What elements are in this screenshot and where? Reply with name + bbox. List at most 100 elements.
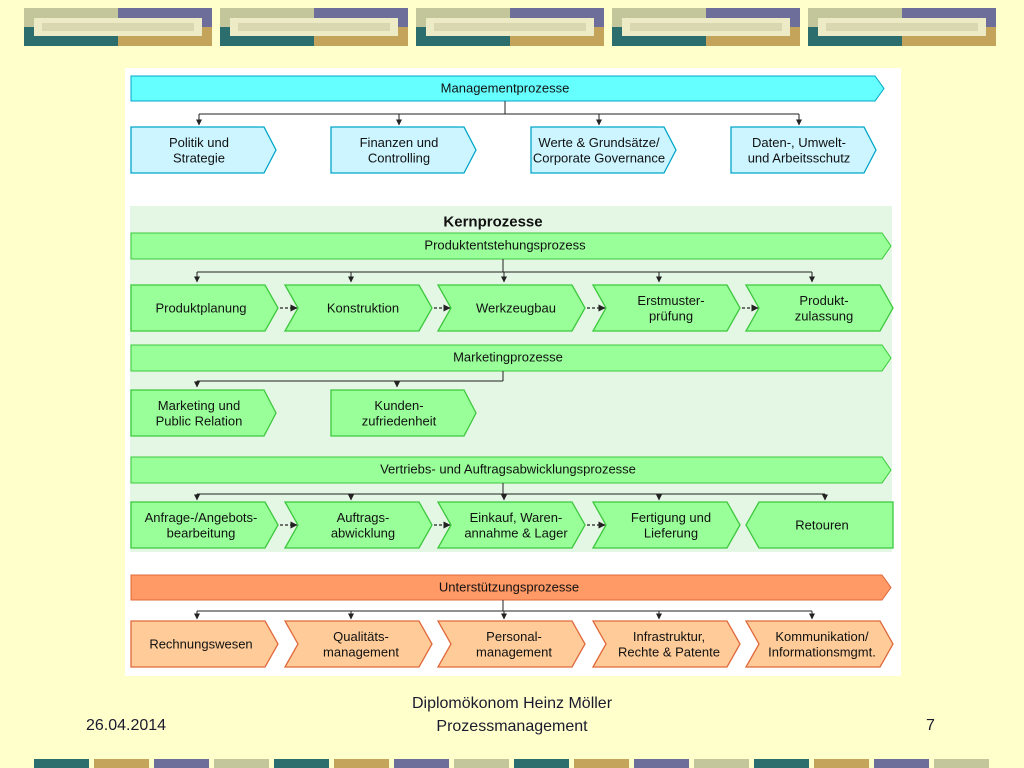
vertrieb-header: Vertriebs- und Auftragsabwicklungsprozes…	[380, 462, 636, 477]
banner-strip	[754, 759, 809, 768]
text-line: Produktplanung	[155, 301, 246, 316]
text-line: prüfung	[649, 308, 693, 323]
text-line: Rechnungswesen	[149, 637, 252, 652]
text-line: Vertriebs- und Auftragsabwicklungsprozes…	[380, 462, 636, 477]
management-item: Werte & Grundsätze/Corporate Governance	[530, 126, 677, 174]
banner-strip	[394, 759, 449, 768]
support-item: Kommunikation/Informationsmgmt.	[744, 620, 894, 668]
bottom-decoration-banner	[34, 759, 989, 768]
text-line: management	[323, 644, 399, 659]
text-line: Marketing und	[158, 398, 240, 413]
text-line: Fertigung und	[631, 510, 711, 525]
text-line: annahme & Lager	[464, 525, 568, 540]
support-item: Qualitäts-management	[283, 620, 433, 668]
footer-author: Diplomökonom Heinz Möller	[411, 695, 613, 712]
text-line: Werkzeugbau	[476, 301, 556, 316]
text-line: abwicklung	[331, 525, 395, 540]
text-label: Anfrage-/Angebots-bearbeitung	[145, 510, 258, 541]
text-line: Kunden-	[374, 398, 423, 413]
banner-strip	[934, 759, 989, 768]
produkt-item: Produkt-zulassung	[744, 284, 894, 332]
core-title: Kernprozesse	[443, 213, 542, 230]
text-line: Lieferung	[644, 525, 698, 540]
text-label: Produkt-zulassung	[795, 293, 854, 324]
banner-strip	[694, 759, 749, 768]
text-line: Retouren	[795, 518, 848, 533]
vertrieb-item: Retouren	[745, 501, 894, 549]
produkt-item: Werkzeugbau	[436, 284, 586, 332]
vertrieb-item: Einkauf, Waren-annahme & Lager	[436, 501, 586, 549]
produkt-item: Erstmuster-prüfung	[591, 284, 741, 332]
support-header: Unterstützungsprozesse	[439, 580, 579, 595]
banner-strip	[634, 759, 689, 768]
text-line: Marketingprozesse	[453, 350, 563, 365]
text-line: Produkt-	[799, 293, 848, 308]
text-line: Infrastruktur,	[633, 629, 705, 644]
text-label: Einkauf, Waren-annahme & Lager	[464, 510, 568, 541]
text-line: und Arbeitsschutz	[748, 150, 851, 165]
banner-block	[416, 8, 604, 46]
banner-block	[24, 8, 212, 46]
text-label: Infrastruktur,Rechte & Patente	[618, 629, 720, 660]
text-line: bearbeitung	[167, 525, 236, 540]
banner-block	[220, 8, 408, 46]
text-label: Daten-, Umwelt-und Arbeitsschutz	[748, 135, 851, 166]
text-line: Corporate Governance	[533, 150, 665, 165]
management-header: Managementprozesse	[441, 81, 570, 96]
banner-strip	[334, 759, 389, 768]
top-decoration-banner	[24, 8, 996, 46]
footer-date: 26.04.2014	[86, 717, 167, 734]
text-label: Werkzeugbau	[476, 301, 556, 316]
banner-strip	[154, 759, 209, 768]
support-item: Personal-management	[436, 620, 586, 668]
banner-block	[808, 8, 996, 46]
banner-block	[612, 8, 800, 46]
produkt-item: Konstruktion	[283, 284, 433, 332]
banner-strip	[454, 759, 509, 768]
support-item: Rechnungswesen	[130, 620, 279, 668]
banner-strip	[814, 759, 869, 768]
text-line: Qualitäts-	[333, 629, 389, 644]
text-line: Strategie	[173, 150, 225, 165]
footer-center: Diplomökonom Heinz Möller Prozessmanagem…	[362, 692, 662, 738]
text-label: Retouren	[795, 518, 848, 533]
text-label: Rechnungswesen	[149, 637, 252, 652]
text-line: Konstruktion	[327, 301, 399, 316]
text-label: Auftrags-abwicklung	[331, 510, 395, 541]
text-line: Unterstützungsprozesse	[439, 580, 579, 595]
text-label: Kommunikation/Informationsmgmt.	[768, 629, 876, 660]
marketing-item: Kunden-zufriedenheit	[330, 389, 477, 437]
text-line: Erstmuster-	[637, 293, 704, 308]
text-line: Informationsmgmt.	[768, 644, 876, 659]
text-line: Kommunikation/	[775, 629, 869, 644]
text-line: zulassung	[795, 308, 854, 323]
text-label: Produktplanung	[155, 301, 246, 316]
text-line: Managementprozesse	[441, 81, 570, 96]
core-processes: KernprozesseProduktentstehungsprozessPro…	[130, 206, 894, 552]
text-line: zufriedenheit	[362, 413, 437, 428]
text-line: Personal-	[486, 629, 542, 644]
text-line: Politik und	[169, 135, 229, 150]
footer-subject: Prozessmanagement	[436, 718, 588, 735]
text-label: Erstmuster-prüfung	[637, 293, 704, 324]
vertrieb-group: Vertriebs- und Auftragsabwicklungsprozes…	[130, 456, 894, 549]
text-line: Auftrags-	[337, 510, 390, 525]
vertrieb-item: Anfrage-/Angebots-bearbeitung	[130, 501, 279, 549]
text-line: Werte & Grundsätze/	[538, 135, 660, 150]
text-line: management	[476, 644, 552, 659]
text-line: Einkauf, Waren-	[470, 510, 563, 525]
text-line: Public Relation	[156, 413, 243, 428]
text-line: Daten-, Umwelt-	[752, 135, 846, 150]
text-line: Produktentstehungsprozess	[424, 238, 586, 253]
text-line: Anfrage-/Angebots-	[145, 510, 258, 525]
